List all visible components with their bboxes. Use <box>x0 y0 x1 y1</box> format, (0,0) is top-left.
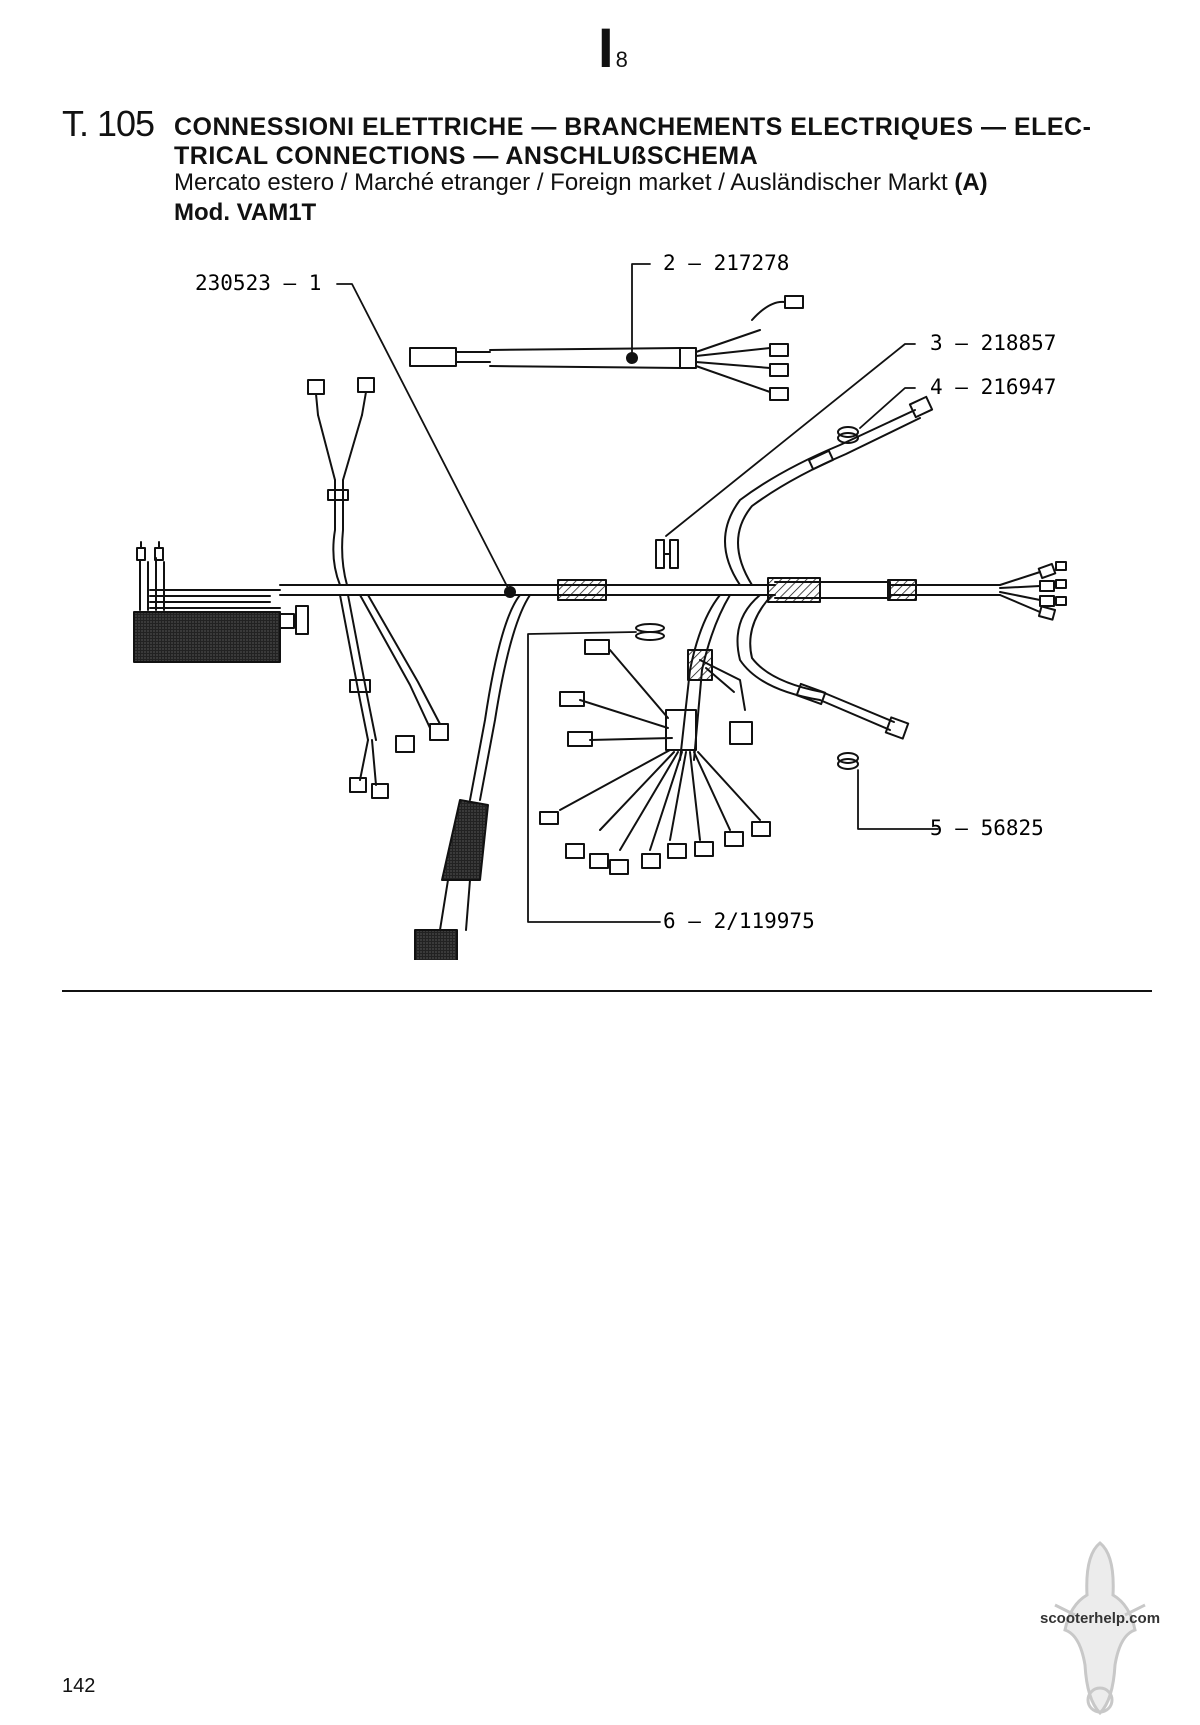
leader-lines <box>336 263 939 923</box>
scooter-logo-watermark <box>1054 1541 1146 1716</box>
upper-left-branch <box>307 377 375 586</box>
callout-5: 5 – 56825 <box>930 816 1044 840</box>
clip-218857 <box>655 539 679 569</box>
lower-left-branch <box>339 594 449 799</box>
left-connector-block <box>133 541 309 663</box>
right-lower-branch <box>736 594 910 740</box>
model-label: Mod. VAM1T <box>174 199 317 226</box>
callout-4: 4 – 216947 <box>930 375 1056 399</box>
watermark-text: scooterhelp.com <box>1040 1610 1161 1627</box>
grommet-216947 <box>837 426 859 444</box>
sleeve-3 <box>887 579 917 601</box>
sleeve-1 <box>557 579 607 601</box>
horizontal-rule <box>62 990 1152 992</box>
lower-connector-branch <box>414 594 531 960</box>
section-letter: I <box>598 16 614 79</box>
right-end-terminals <box>1037 561 1067 621</box>
callout-dot-1 <box>504 586 516 598</box>
main-harness <box>279 571 1041 613</box>
market-code: (A) <box>954 169 988 196</box>
callout-1: 230523 – 1 <box>195 271 321 295</box>
callout-dot-2 <box>626 352 638 364</box>
callout-2: 2 – 217278 <box>663 251 789 275</box>
table-number: T. 105 <box>62 103 155 144</box>
subtitle: Mercato estero / Marché etranger / Forei… <box>174 169 988 197</box>
title-line-1: CONNESSIONI ELETTRICHE — BRANCHEMENTS EL… <box>174 113 1092 141</box>
section-mark: I8 <box>598 20 628 76</box>
callout-3: 3 – 218857 <box>930 331 1056 355</box>
wiring-harness-diagram: 230523 – 1 2 – 217278 3 – 218857 4 – 216… <box>133 251 1067 960</box>
section-number: 8 <box>615 47 628 72</box>
harness-217278 <box>409 295 804 401</box>
page-number: 142 <box>62 1675 96 1697</box>
clip-2-119975 <box>635 623 665 641</box>
upper-right-branch <box>724 395 934 586</box>
sleeve-2 <box>767 577 821 603</box>
subtitle-text: Mercato estero / Marché etranger / Forei… <box>174 169 948 196</box>
grommet-56825 <box>837 752 859 770</box>
central-terminal-branch <box>539 594 771 875</box>
title-line-2: TRICAL CONNECTIONS — ANSCHLUßSCHEMA <box>174 142 759 170</box>
callout-6: 6 – 2/119975 <box>663 909 815 933</box>
